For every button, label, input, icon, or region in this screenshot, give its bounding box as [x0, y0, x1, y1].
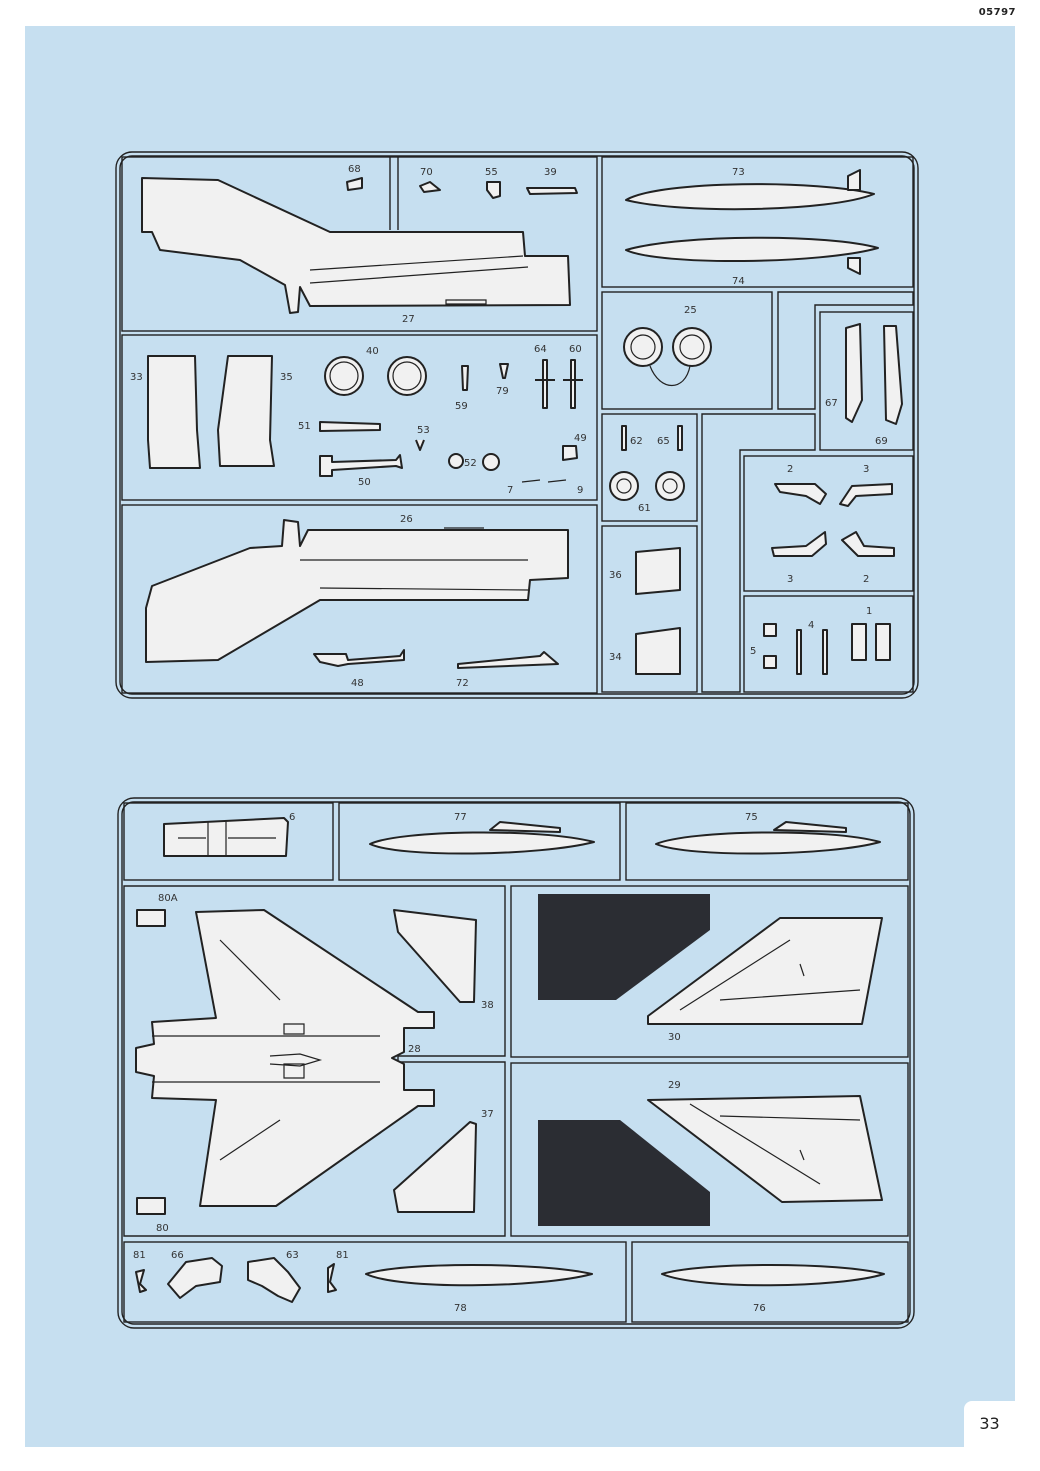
part-73-tank	[625, 183, 875, 211]
label-52: 52	[464, 458, 477, 469]
label-1: 1	[866, 606, 872, 617]
label-9: 9	[577, 485, 583, 496]
label-51: 51	[298, 421, 311, 432]
label-25: 25	[684, 305, 697, 316]
part-28-lower-wing	[135, 909, 435, 1207]
label-33: 33	[130, 372, 143, 383]
label-69: 69	[875, 436, 888, 447]
label-6: 6	[289, 812, 295, 823]
label-29: 29	[668, 1080, 681, 1091]
part-77-tank	[369, 831, 595, 855]
label-65: 65	[657, 436, 670, 447]
label-26: 26	[400, 514, 413, 525]
part-74-tank	[625, 236, 879, 263]
label-79: 79	[496, 386, 509, 397]
label-78: 78	[454, 1303, 467, 1314]
label-59: 59	[455, 401, 468, 412]
sprue-a: 68 70 55 39 73 74 27 25 40 33 35 59 79 6…	[115, 151, 919, 699]
label-75: 75	[745, 812, 758, 823]
label-72: 72	[456, 678, 469, 689]
part-27-fuselage-half	[141, 177, 571, 314]
label-55: 55	[485, 167, 498, 178]
sprue-b: 6 77 75 80A 38 28 30 37 29 80 81 66 63 8…	[117, 797, 915, 1329]
label-38: 38	[481, 1000, 494, 1011]
label-30: 30	[668, 1032, 681, 1043]
label-37: 37	[481, 1109, 494, 1120]
part-75-tank	[655, 831, 881, 855]
part-25-intake	[623, 327, 663, 367]
label-48: 48	[351, 678, 364, 689]
document-code: 05797	[978, 7, 1016, 18]
label-81-left: 81	[133, 1250, 146, 1261]
label-76: 76	[753, 1303, 766, 1314]
label-64: 64	[534, 344, 547, 355]
label-53: 53	[417, 425, 430, 436]
part-26-fuselage-half	[145, 519, 569, 663]
part-33	[147, 355, 201, 469]
part-78-tank	[365, 1264, 593, 1287]
label-50: 50	[358, 477, 371, 488]
label-5: 5	[750, 646, 756, 657]
label-73: 73	[732, 167, 745, 178]
part-35	[217, 355, 275, 467]
label-39: 39	[544, 167, 557, 178]
black-block-bottom	[538, 1120, 710, 1226]
label-62: 62	[630, 436, 643, 447]
label-3-top: 3	[863, 464, 869, 475]
label-36: 36	[609, 570, 622, 581]
label-7: 7	[507, 485, 513, 496]
label-61: 61	[638, 503, 651, 514]
black-block-top	[538, 894, 710, 1000]
label-60: 60	[569, 344, 582, 355]
label-77: 77	[454, 812, 467, 823]
page-number: 33	[964, 1401, 1015, 1447]
label-67: 67	[825, 398, 838, 409]
label-34: 34	[609, 652, 622, 663]
label-2-bottom: 2	[863, 574, 869, 585]
label-70: 70	[420, 167, 433, 178]
label-40: 40	[366, 346, 379, 357]
label-80: 80	[156, 1223, 169, 1234]
label-4: 4	[808, 620, 814, 631]
label-81-right: 81	[336, 1250, 349, 1261]
label-49: 49	[574, 433, 587, 444]
part-76-tank	[661, 1264, 885, 1287]
label-3-bottom: 3	[787, 574, 793, 585]
label-63: 63	[286, 1250, 299, 1261]
part-30-wing-half	[647, 917, 883, 1025]
label-28: 28	[408, 1044, 421, 1055]
label-68: 68	[348, 164, 361, 175]
label-2-top: 2	[787, 464, 793, 475]
label-66: 66	[171, 1250, 184, 1261]
label-80a: 80A	[158, 893, 178, 904]
part-29-wing-half	[647, 1095, 883, 1203]
label-35: 35	[280, 372, 293, 383]
label-74: 74	[732, 276, 745, 287]
label-27: 27	[402, 314, 415, 325]
